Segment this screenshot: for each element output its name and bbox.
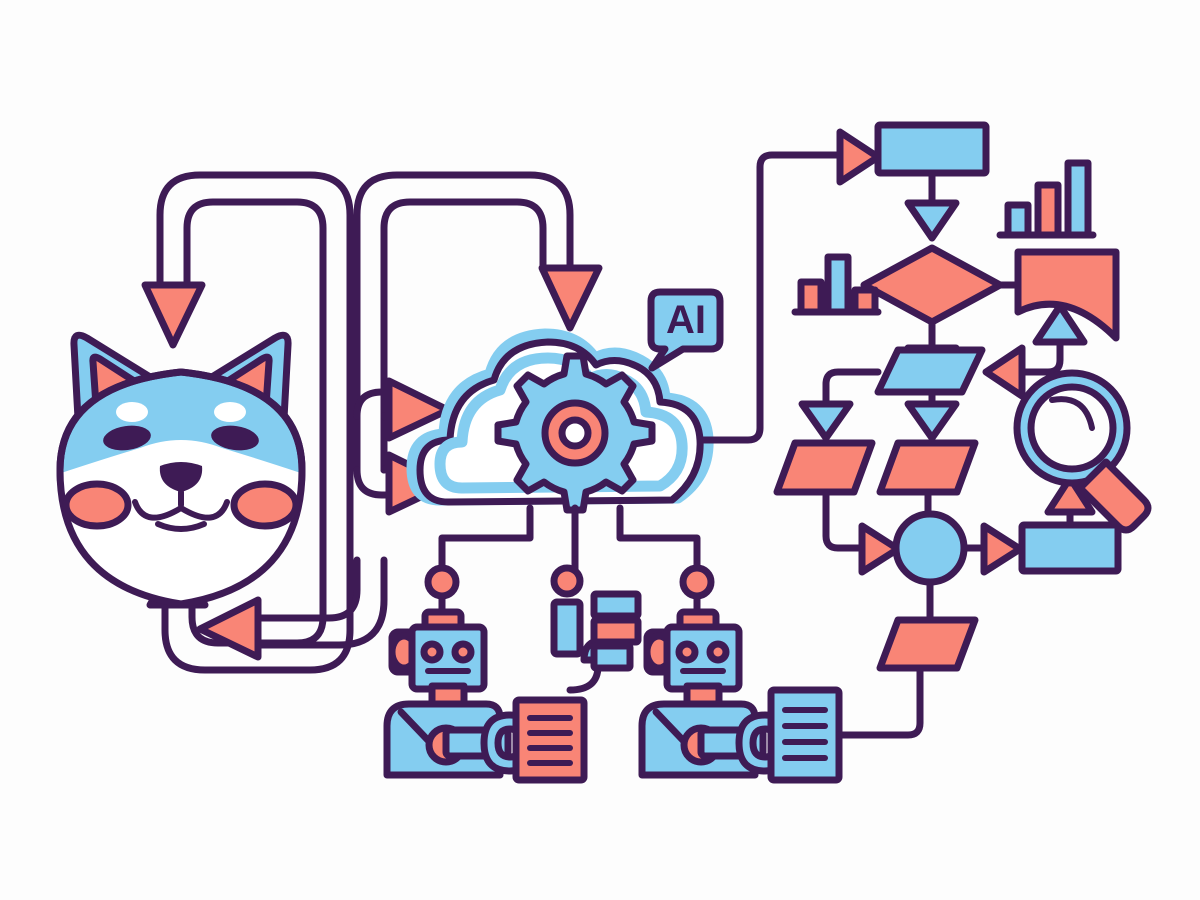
robot-left-eye-right (451, 640, 475, 664)
arrow-to-data-left (798, 400, 854, 442)
dog-cheek-left (62, 480, 132, 530)
right-bar-3 (1064, 159, 1092, 239)
dog-cheek-right (230, 480, 300, 530)
left-bar-chart (791, 253, 882, 316)
arrow-loop-down-left (141, 281, 206, 349)
feedback-loop-tubes (156, 171, 574, 674)
dog-eye-highlight-left (116, 402, 148, 422)
robot-right-document (767, 686, 843, 784)
person-body (550, 598, 584, 658)
cloud-to-flowchart-connectors (698, 151, 924, 739)
flowchart-process-top[interactable] (874, 121, 990, 177)
arrow-loop-down-cloud (538, 264, 603, 332)
flowchart-data-left[interactable] (773, 439, 876, 496)
robot-left-document (512, 696, 588, 784)
shiba-inu-dog-face (56, 331, 306, 608)
magnifier-handle (1076, 458, 1152, 534)
left-bar-3 (851, 286, 879, 316)
report-flag-shape[interactable] (1014, 248, 1120, 342)
arrow-out-of-node (980, 522, 1024, 576)
right-bar-chart (996, 159, 1097, 239)
dog-eye-highlight-right (214, 402, 246, 422)
flowchart-data-right[interactable] (876, 439, 979, 496)
arrow-output-up (1044, 474, 1096, 516)
robot-right-eye-left (675, 640, 699, 664)
stacked-bar-2 (590, 616, 642, 646)
gear-icon (494, 352, 656, 514)
person-head (550, 564, 584, 598)
robot-right-eye-right (706, 640, 730, 664)
arrow-into-node (858, 522, 902, 576)
ai-speech-bubble[interactable]: AI (647, 288, 724, 372)
magnifying-glass-icon (1013, 369, 1152, 534)
flowchart-data-bottom[interactable] (876, 616, 979, 672)
arrow-to-process-top (836, 128, 882, 186)
left-bar-2 (824, 253, 852, 316)
dog-eye-right (211, 425, 259, 451)
dog-eye-left (103, 425, 151, 451)
arrow-feed-cloud-upper (385, 377, 452, 442)
ai-badge-label: AI (666, 298, 706, 342)
flowchart-output-box[interactable] (1018, 521, 1122, 575)
dog-nose (159, 462, 203, 492)
robot-right (638, 564, 843, 784)
stacked-bar-1 (590, 590, 642, 620)
arrow-process-to-decision (904, 199, 960, 242)
gear-center-hole (558, 416, 592, 450)
stacked-bar-3 (590, 642, 634, 672)
person-with-stacked-bars (550, 556, 642, 672)
arrow-to-report (1032, 302, 1088, 346)
robot-left-eye-left (420, 640, 444, 664)
robot-right-antenna-ball (679, 564, 715, 600)
right-bar-2 (1034, 181, 1062, 239)
right-bar-1 (1004, 201, 1032, 239)
flowchart-diagram (773, 121, 1152, 672)
magnifier-glint (1049, 396, 1095, 431)
flowchart-data-mid[interactable] (874, 346, 986, 396)
left-bar-1 (797, 278, 825, 316)
flowchart-connector-node[interactable] (892, 510, 968, 586)
robot-left (383, 564, 628, 784)
arrow-return-left (196, 596, 262, 661)
cloud-with-gear (406, 328, 714, 514)
arrow-to-data-right (904, 400, 960, 442)
robot-left-antenna-ball (424, 564, 460, 600)
